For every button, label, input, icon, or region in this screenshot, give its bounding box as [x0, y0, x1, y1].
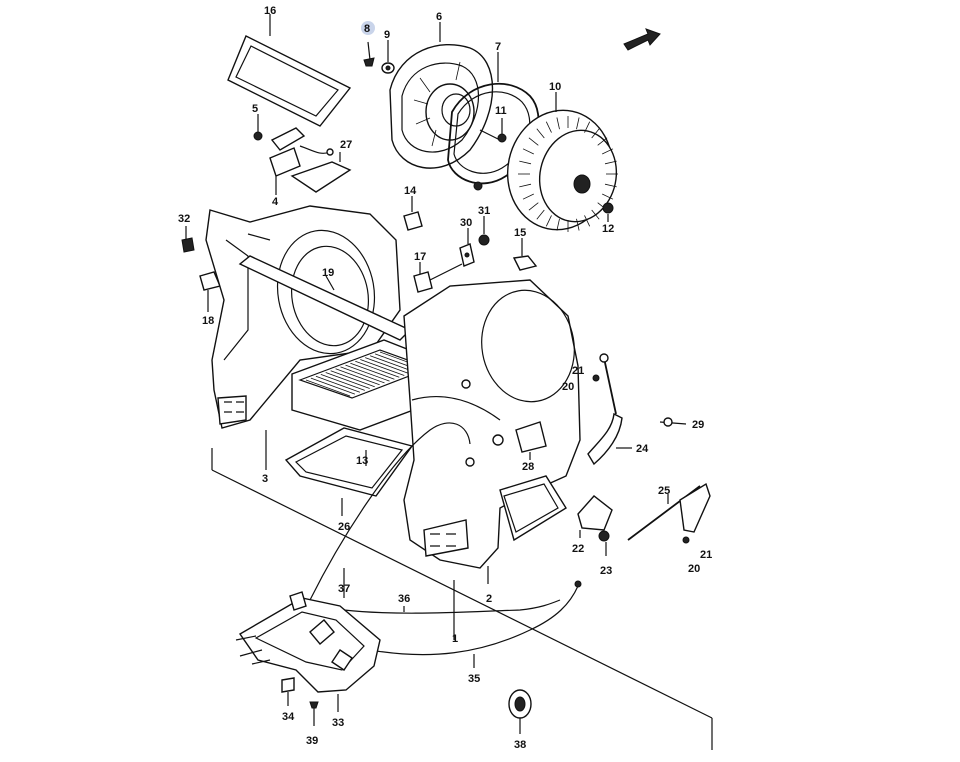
left-heater-case-part — [205, 205, 401, 470]
callout-6: 6 — [436, 11, 442, 23]
heater-control-assembly-part — [235, 591, 381, 693]
callout-36: 36 — [398, 593, 410, 605]
resistor-sensor-cluster-part — [253, 114, 352, 195]
clip-part — [512, 238, 538, 271]
callout-37: 37 — [338, 583, 350, 595]
callout-20a: 20 — [562, 381, 574, 393]
callout-19: 19 — [322, 267, 334, 279]
callout-31: 31 — [478, 205, 490, 217]
callout-13: 13 — [356, 455, 368, 467]
callout-38: 38 — [514, 739, 526, 751]
callout-34: 34 — [282, 711, 295, 723]
callout-16: 16 — [264, 5, 276, 17]
callout-15: 15 — [514, 227, 526, 239]
heater-core-part — [238, 255, 441, 431]
callout-25: 25 — [658, 485, 670, 497]
fan-nut-part — [602, 202, 614, 222]
lower-tray-part — [284, 427, 414, 516]
callout-10: 10 — [549, 81, 561, 93]
blower-motor-part — [389, 22, 494, 169]
callout-8: 8 — [364, 23, 370, 35]
clip-17-part — [413, 262, 463, 293]
callout-5: 5 — [252, 103, 258, 115]
callout-4: 4 — [272, 196, 279, 208]
callout-2: 2 — [486, 593, 492, 605]
callout-27: 27 — [340, 139, 352, 151]
callout-20b: 20 — [688, 563, 700, 575]
callout-29: 29 — [692, 419, 704, 431]
callout-24: 24 — [636, 443, 649, 455]
callout-labels: 16 8 9 6 7 10 11 5 27 4 14 30 31 12 32 1… — [178, 5, 712, 751]
callout-23: 23 — [600, 565, 612, 577]
callout-8-highlight — [361, 21, 375, 35]
screw-washer-part — [363, 40, 395, 74]
blower-fan-wheel-part — [506, 92, 618, 232]
nut-part — [479, 118, 507, 143]
callout-22: 22 — [572, 543, 584, 555]
callout-7: 7 — [495, 41, 501, 53]
callout-26: 26 — [338, 521, 350, 533]
control-cables-part — [309, 422, 582, 668]
callout-12: 12 — [602, 223, 614, 235]
clip-32-18-part — [181, 226, 221, 312]
callout-3: 3 — [262, 473, 268, 485]
door-linkage-lower-part — [627, 482, 711, 544]
callout-11: 11 — [495, 105, 507, 117]
callout-33: 33 — [332, 717, 344, 729]
grommet-part — [508, 689, 532, 734]
callout-28: 28 — [522, 461, 534, 473]
door-linkage-upper-part — [587, 353, 687, 466]
relay-part — [403, 196, 423, 231]
bracket-28-part — [515, 421, 547, 460]
callout-18: 18 — [202, 315, 214, 327]
front-direction-arrow-icon — [623, 28, 661, 51]
right-blower-case-part — [403, 279, 581, 584]
control-fasteners-part — [281, 677, 339, 726]
callout-17: 17 — [414, 251, 426, 263]
callout-35: 35 — [468, 673, 480, 685]
callout-9: 9 — [384, 29, 390, 41]
callout-21b: 21 — [700, 549, 712, 561]
callout-1: 1 — [452, 633, 458, 645]
callout-39: 39 — [306, 735, 318, 747]
bracket-nut-part — [459, 216, 490, 267]
callout-21a: 21 — [572, 365, 584, 377]
gasket-frame-part — [227, 14, 352, 127]
assembly-boundary-lines — [211, 448, 713, 750]
callout-14: 14 — [404, 185, 417, 197]
bracket-22-23-part — [577, 495, 613, 556]
callout-30: 30 — [460, 217, 472, 229]
callout-32: 32 — [178, 213, 190, 225]
